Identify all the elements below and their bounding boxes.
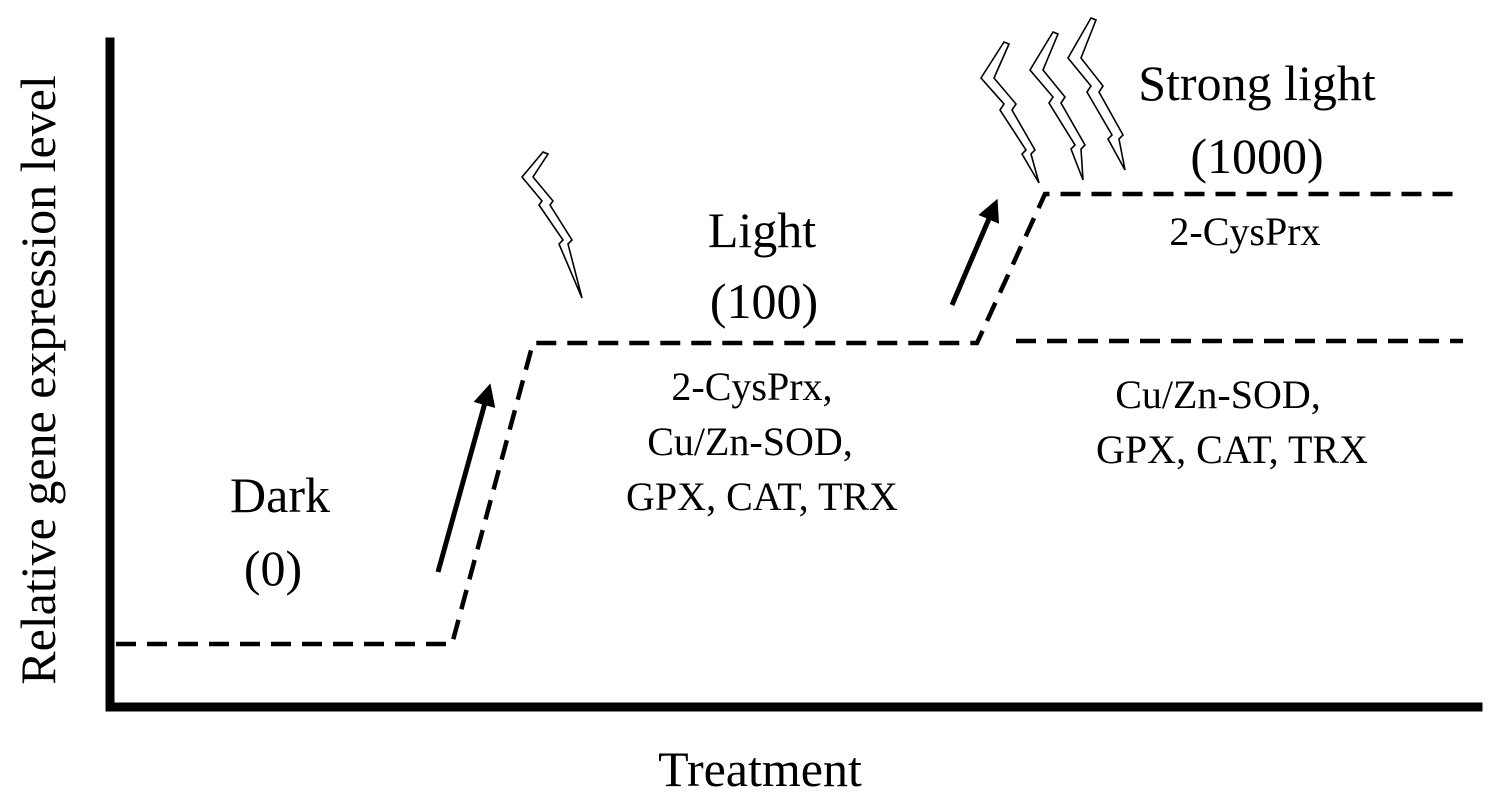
up-arrow-icon [435,383,496,573]
strong-light-lower-gene: Cu/Zn-SOD, [1115,372,1321,417]
lightning-bolt-icon [980,41,1040,184]
stage-strong-light-value: (1000) [1190,128,1323,184]
light-gene-line: GPX, CAT, TRX [626,474,898,519]
lightning-bolt-icon [520,151,583,299]
stage-dark-name: Dark [230,467,330,523]
y-axis-label: Relative gene expression level [10,75,66,685]
dark-to-light-level [116,191,1463,647]
stage-dark-value: (0) [244,540,302,596]
strong-light-lower-gene: GPX, CAT, TRX [1096,427,1368,472]
lightning-bolt-icon [1067,16,1126,171]
stage-light-value: (100) [710,273,818,329]
x-axis-label: Treatment [658,741,862,797]
lightning-bolt-icon [1029,31,1086,181]
up-arrow-icon [949,198,1000,306]
stage-strong-light-name: Strong light [1138,55,1376,111]
stage-light-name: Light [708,202,816,258]
light-gene-line: 2-CysPrx, [671,364,832,409]
strong-light-upper-gene: 2-CysPrx [1169,209,1320,254]
light-gene-line: Cu/Zn-SOD, [647,419,853,464]
